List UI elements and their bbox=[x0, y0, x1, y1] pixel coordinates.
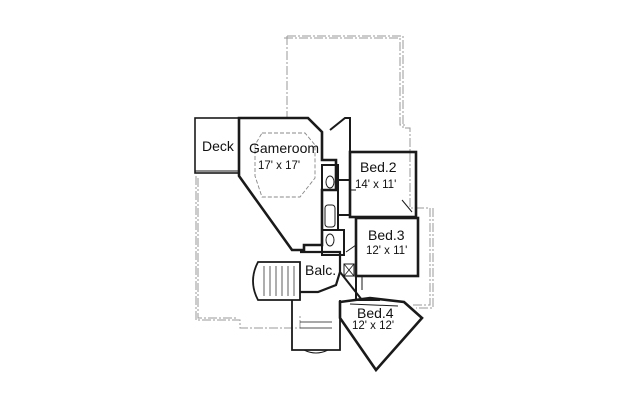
bed3-size: 12' x 11' bbox=[366, 245, 408, 257]
deck bbox=[194, 117, 240, 174]
bed4-label: Bed.4 bbox=[357, 305, 394, 321]
bed3 bbox=[345, 216, 420, 290]
bed4 bbox=[338, 296, 424, 373]
gameroom-size: 17' x 17' bbox=[258, 160, 301, 172]
gameroom-label: Gameroom bbox=[249, 140, 320, 156]
deck-label: Deck bbox=[202, 138, 234, 154]
balcony-label: Balc. bbox=[305, 262, 337, 278]
bed4-size: 12' x 12' bbox=[352, 320, 395, 332]
roof-outline bbox=[195, 35, 434, 329]
bed2-label: Bed.2 bbox=[360, 159, 397, 175]
balcony bbox=[252, 250, 355, 354]
bed3-label: Bed.3 bbox=[368, 227, 405, 243]
bed2-size: 14' x 11' bbox=[355, 179, 397, 191]
